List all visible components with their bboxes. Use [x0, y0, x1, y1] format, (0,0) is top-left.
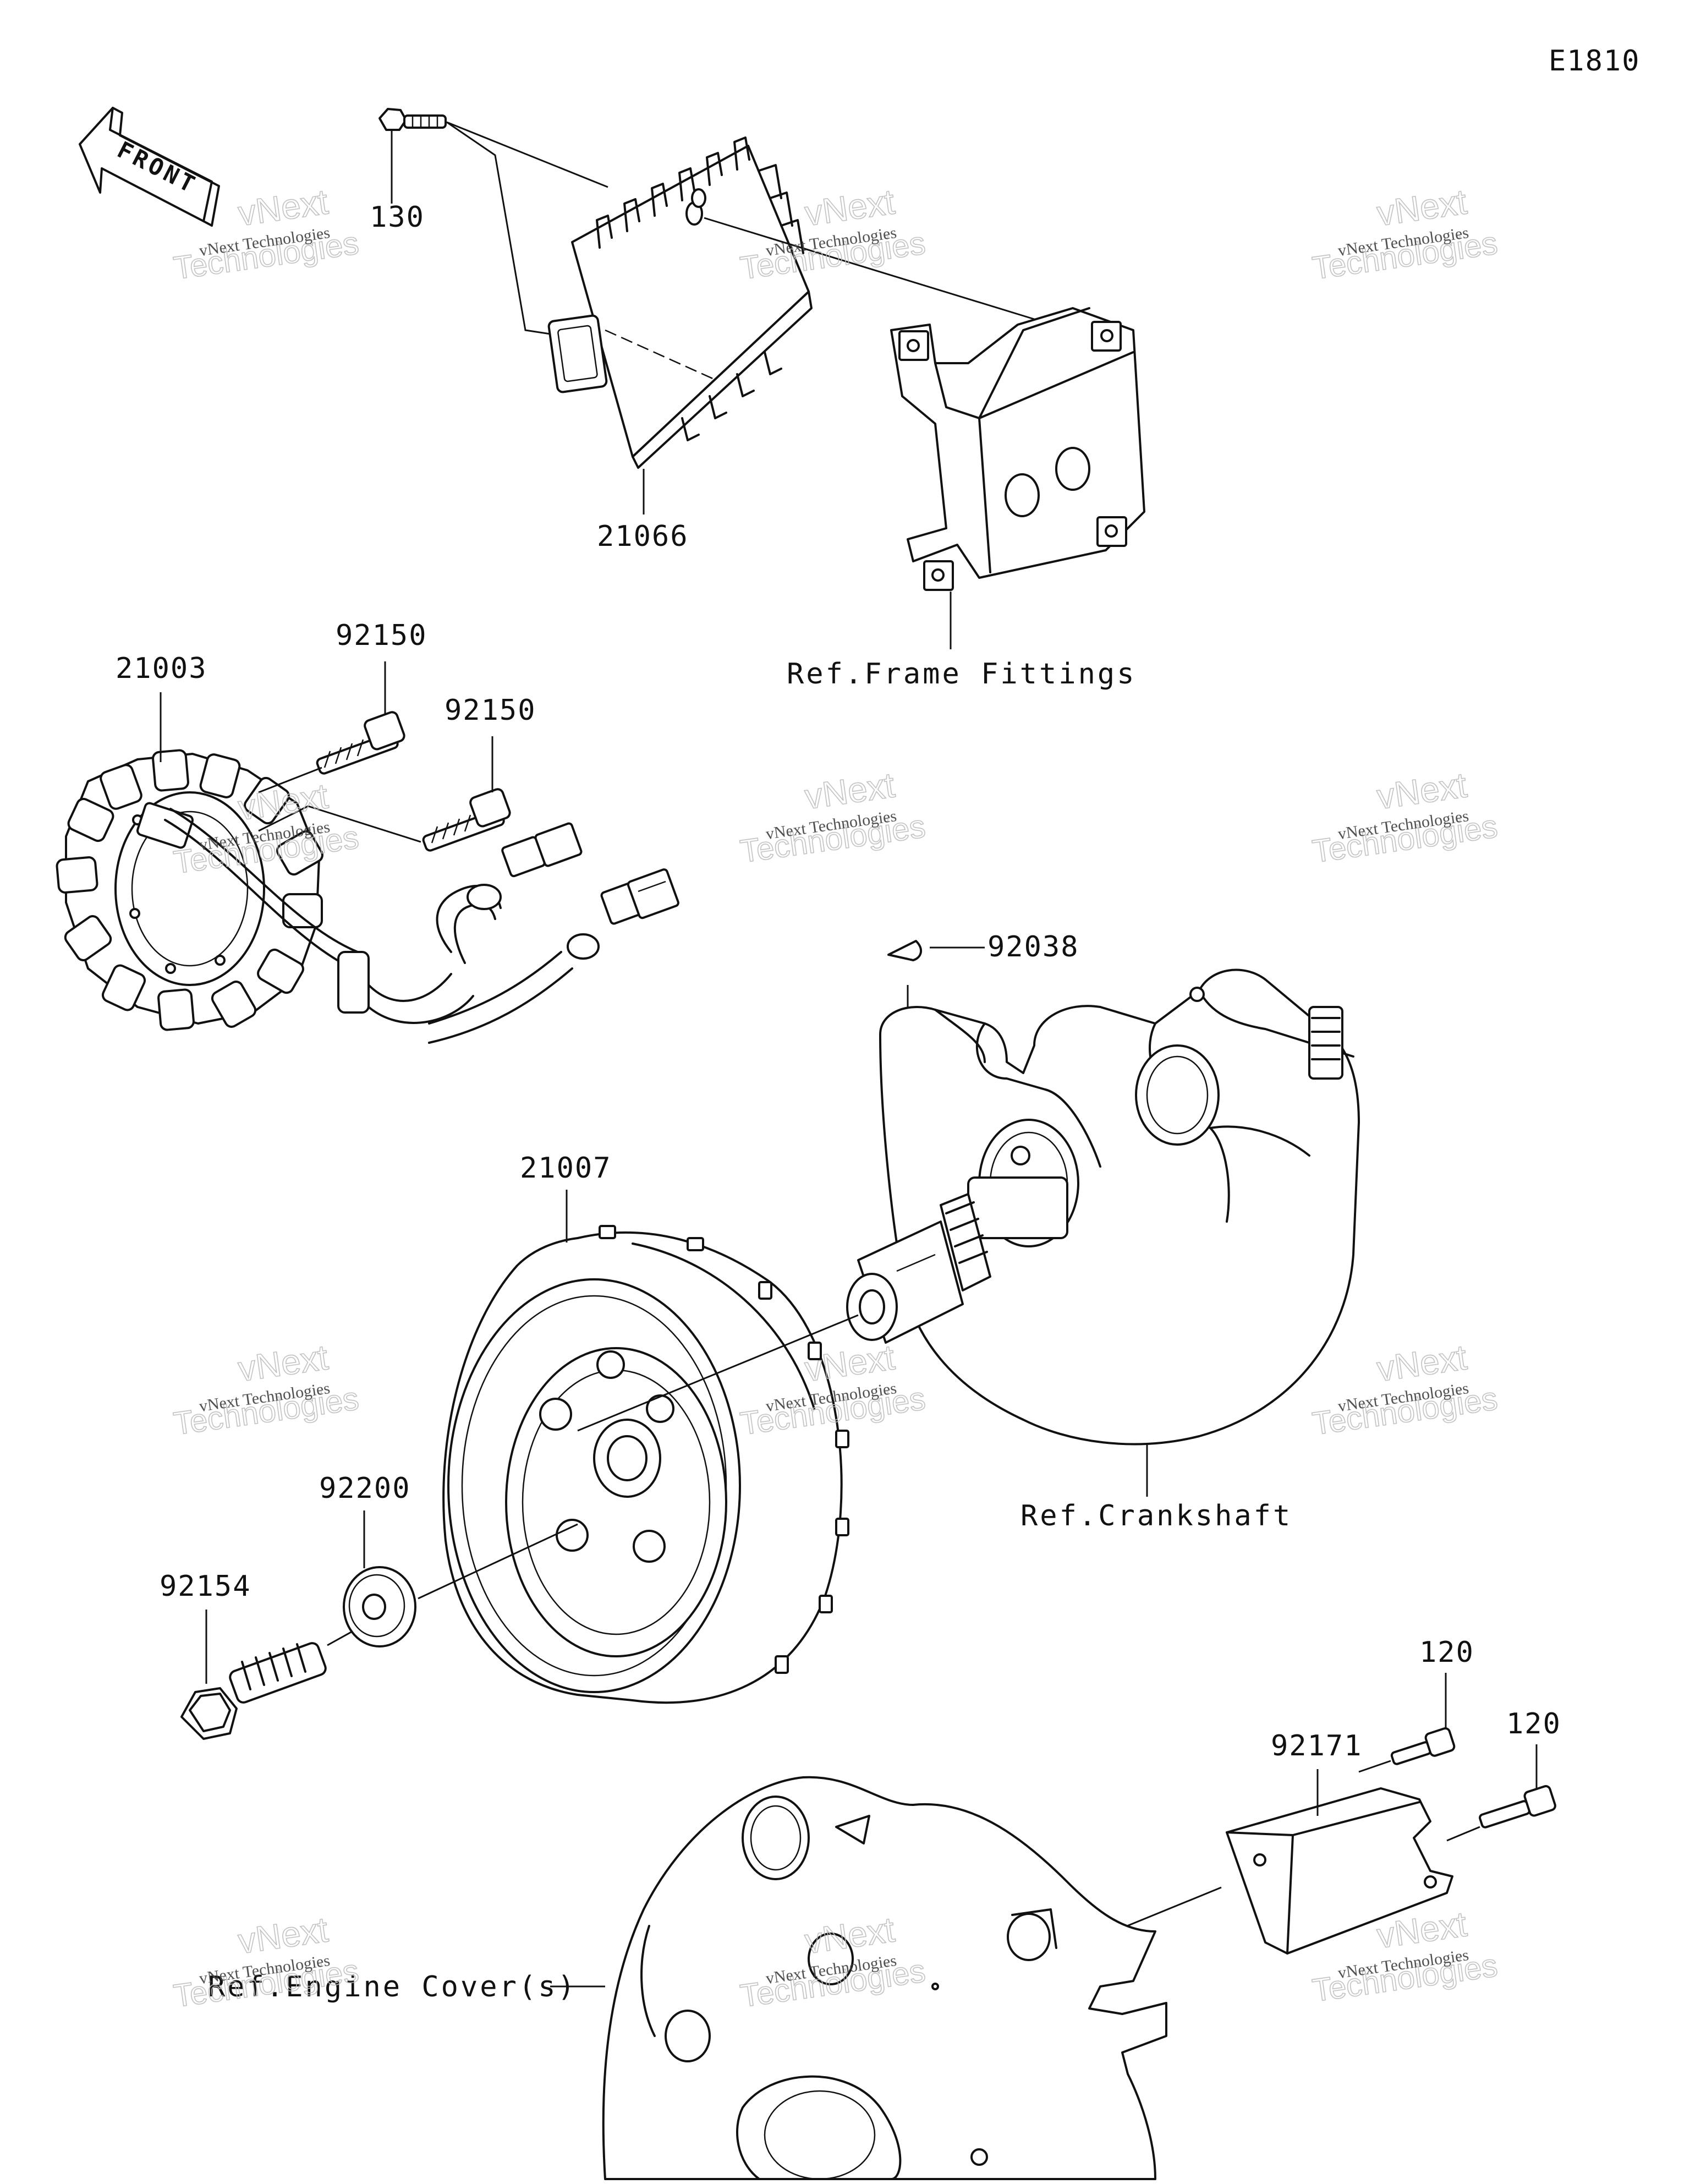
- watermark-7: vNext Technologies vNext Technologies: [171, 1337, 361, 1442]
- part-label-92200: 92200: [319, 1472, 411, 1505]
- part-label-21007: 21007: [520, 1152, 612, 1185]
- frame-bracket: [890, 307, 1145, 591]
- watermark-3: vNext Technologies vNext Technologies: [1310, 181, 1500, 287]
- diagram-code: E1810: [1549, 45, 1640, 78]
- crankshaft: [846, 968, 1360, 1446]
- part-label-130: 130: [370, 201, 425, 234]
- part-label-21003: 21003: [116, 652, 207, 685]
- watermark-6: vNext Technologies vNext Technologies: [1310, 764, 1500, 870]
- front-arrow-icon: FRONT: [79, 107, 220, 227]
- part-label-21066: 21066: [597, 520, 689, 553]
- watermark-9: vNext Technologies vNext Technologies: [1310, 1337, 1500, 1442]
- stator-21003: [56, 749, 474, 1031]
- part-label-92038: 92038: [987, 930, 1079, 964]
- ref-crankshaft: Ref.Crankshaft: [1020, 1499, 1292, 1532]
- watermark-10: vNext Technologies vNext Technologies: [171, 1909, 361, 2015]
- part-label-92171: 92171: [1271, 1729, 1363, 1762]
- part-label-120-a: 120: [1419, 1636, 1474, 1669]
- part-label-92150-a: 92150: [336, 619, 427, 652]
- key-92038: [887, 940, 922, 961]
- part-label-120-b: 120: [1506, 1707, 1561, 1740]
- watermark-5: vNext Technologies vNext Technologies: [738, 764, 928, 870]
- bolt-120-lower: [1479, 1785, 1556, 1829]
- cover-92171: [1226, 1787, 1453, 1955]
- engine-cover: [602, 1776, 1167, 2180]
- part-label-92150-b: 92150: [445, 694, 536, 727]
- bolt-120-upper: [1390, 1727, 1456, 1765]
- bolt-130: [378, 108, 447, 131]
- stator-harness: [428, 822, 679, 1044]
- bolt-92150-upper: [316, 711, 405, 775]
- regulator-21066: [547, 136, 813, 469]
- ref-frame-fittings: Ref.Frame Fittings: [787, 658, 1137, 691]
- ref-engine-cover: Ref.Engine Cover(s): [208, 1970, 577, 2004]
- bolt-92150-lower: [422, 788, 511, 852]
- rotor-21007: [442, 1225, 849, 1704]
- bolt-92154: [180, 1642, 327, 1740]
- part-label-92154: 92154: [160, 1570, 251, 1603]
- washer-92200: [343, 1566, 416, 1647]
